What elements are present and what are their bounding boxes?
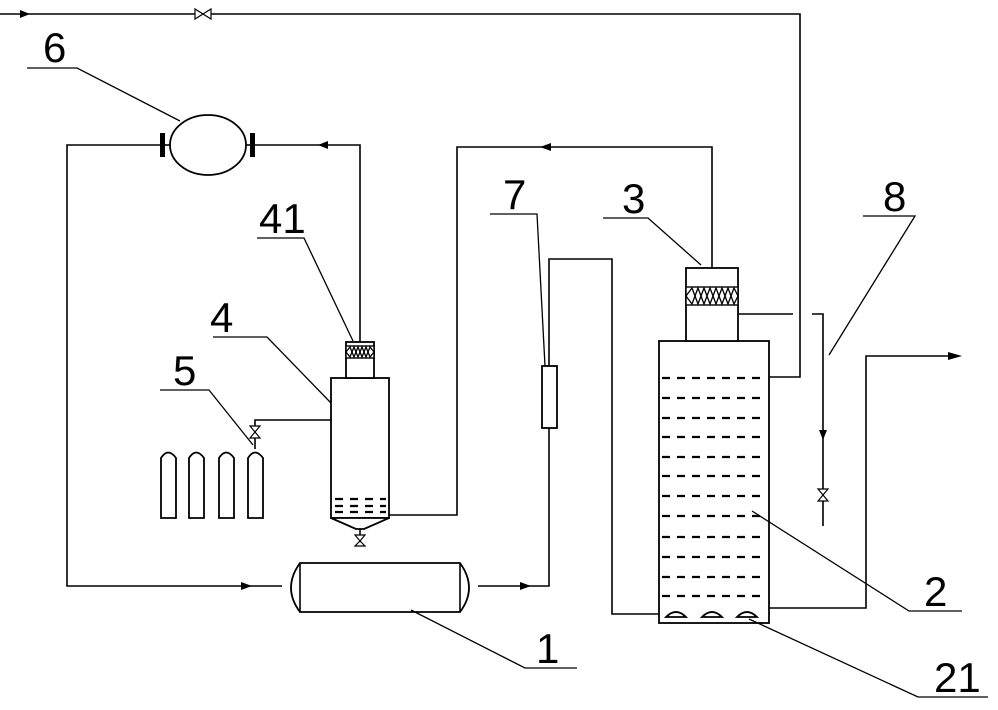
label-21: 21	[934, 654, 981, 701]
label-7: 7	[503, 171, 526, 218]
label-4: 4	[210, 294, 233, 341]
label-5: 5	[173, 347, 196, 394]
pump-6	[160, 114, 255, 176]
label-8: 8	[883, 173, 906, 220]
column-head-3	[685, 267, 793, 342]
pump-loop-line	[66, 141, 361, 590]
filter-41	[345, 341, 375, 379]
distributor-21	[663, 611, 760, 618]
leader-lines	[27, 67, 988, 698]
label-1: 1	[536, 625, 559, 672]
column-outlet-line	[769, 352, 962, 609]
vessel4-to-column-line	[389, 143, 713, 516]
drain-line-8	[812, 313, 830, 526]
label-3: 3	[622, 175, 645, 222]
label-6: 6	[43, 24, 66, 71]
vessel-4	[330, 377, 390, 535]
tank-1	[290, 562, 470, 613]
column-2-trays	[662, 376, 766, 598]
label-2: 2	[924, 568, 947, 615]
gas-cylinders-5	[160, 451, 264, 519]
top-line-valve	[194, 7, 212, 21]
tank1-to-flowmeter-line	[478, 428, 550, 590]
top-recycle-line	[0, 10, 801, 378]
vessel-4-bottom-valve	[353, 534, 367, 547]
column-2	[658, 340, 770, 624]
flowmeter-7	[541, 258, 659, 615]
cylinder-feed-line	[248, 419, 331, 449]
label-41: 41	[259, 195, 306, 242]
